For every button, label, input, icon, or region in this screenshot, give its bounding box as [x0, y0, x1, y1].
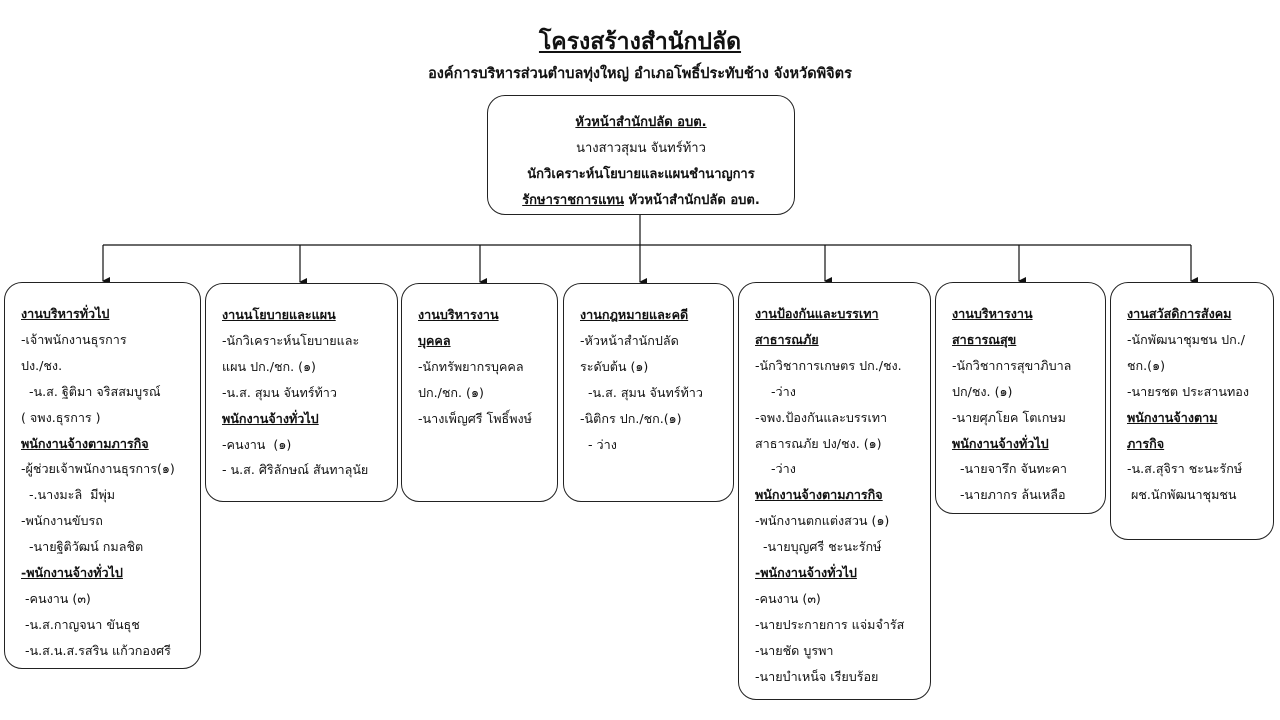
unit-line: -นายบุญศรี ชะนะรักษ์ [755, 539, 882, 555]
unit-line: ปง./ชง. [21, 357, 63, 373]
unit-line: - ว่าง [580, 436, 617, 452]
unit-line: ระดับต้น (๑) [580, 358, 649, 374]
unit-line: แผน ปก./ชก. (๑) [222, 358, 316, 374]
unit-line: -นักวิเคราะห์นโยบายและ [222, 332, 360, 348]
unit-line: -นางเพ็ญศรี โพธิ์พงษ์ [418, 410, 532, 426]
unit-line: -นิติกร ปก./ชก.(๑) [580, 410, 682, 426]
unit-line: -ผู้ช่วยเจ้าพนักงานธุรการ(๑) [21, 461, 175, 477]
unit-line: ( จพง.ธุรการ ) [21, 409, 101, 425]
unit-line: -นายประกายการ แจ่มจำรัส [755, 616, 905, 632]
unit-box-general-admin: งานบริหารทั่วไป -เจ้าพนักงานธุรการปง./ชง.… [4, 282, 201, 669]
unit-line: -น.ส.สุจิรา ชะนะรักษ์ [1127, 461, 1243, 477]
unit-line: -คนงาน (๑) [222, 436, 292, 452]
unit-heading: -พนักงานจ้างทั่วไป [755, 565, 857, 581]
unit-line: -นายภากร ล้นเหลือ [952, 487, 1066, 503]
chart-subtitle: องค์การบริหารส่วนตำบลทุ่งใหญ่ อำเภอโพธิ์… [428, 66, 852, 82]
unit-heading: ภารกิจ [1127, 435, 1165, 451]
unit-heading: พนักงานจ้างทั่วไป [222, 410, 319, 426]
unit-heading: งานบริหารทั่วไป [21, 306, 110, 321]
unit-line: -เจ้าพนักงานธุรการ [21, 331, 127, 347]
unit-heading: -พนักงานจ้างทั่วไป [21, 565, 123, 581]
head-acting: รักษาราชการแทน หัวหน้าสำนักปลัด อบต. [488, 188, 794, 214]
unit-line: ปก/ชง. (๑) [952, 383, 1013, 399]
unit-box-policy-plan: งานนโยบายและแผน -นักวิเคราะห์นโยบายและแผน… [205, 283, 398, 502]
unit-heading: พนักงานจ้างทั่วไป [952, 435, 1049, 451]
unit-line: -จพง.ป้องกันและบรรเทา [755, 409, 888, 425]
unit-line: -นายชัด บูรพา [755, 642, 834, 658]
chart-title: โครงสร้างสำนักปลัด [538, 29, 742, 55]
unit-line: ชก.(๑) [1127, 357, 1165, 373]
head-acting-prefix: รักษาราชการแทน [522, 193, 625, 208]
unit-heading: งานกฎหมายและคดี [580, 307, 689, 322]
unit-heading: พนักงานจ้างตามภารกิจ [21, 435, 149, 451]
unit-line: -นายฐิติวัฒน์ กมลชิต [21, 539, 144, 555]
unit-box-social-welfare: งานสวัสดิการสังคม -นักพัฒนาชุมชน ปก./ ชก.(… [1110, 282, 1274, 540]
head-position: หัวหน้าสำนักปลัด อบต. [575, 115, 707, 130]
unit-line: -นักวิชาการเกษตร ปก./ชง. [755, 357, 902, 373]
unit-line: ผช.นักพัฒนาชุมชน [1127, 487, 1237, 503]
unit-box-legal: งานกฎหมายและคดี -หัวหน้าสำนักปลัดระดับต้น… [563, 283, 734, 502]
unit-line: -คนงาน (๓) [21, 590, 91, 606]
unit-box-public-health: งานบริหารงานสาธารณสุข -นักวิชาการสุขาภิบา… [935, 282, 1106, 514]
unit-heading: พนักงานจ้างตาม [1127, 409, 1218, 425]
unit-heading: งานบริหารงาน [952, 306, 1033, 321]
unit-line: -นายรชต ประสานทอง [1127, 383, 1250, 399]
unit-line: -นายบำเหน็จ เรียบร้อย [755, 668, 879, 684]
unit-line: -น.ส.น.ส.รสริน แก้วกองศรี [21, 642, 171, 658]
unit-line: -พนักงานตกแต่งสวน (๑) [755, 513, 890, 529]
unit-line: -ว่าง [755, 383, 796, 399]
unit-line: -นักพัฒนาชุมชน ปก./ [1127, 331, 1246, 347]
unit-line: -หัวหน้าสำนักปลัด [580, 332, 679, 348]
unit-heading: งานบริหารงาน [418, 307, 499, 322]
unit-line: -.นางมะลิ มีพุ่ม [21, 487, 116, 503]
unit-heading: งานนโยบายและแผน [222, 307, 336, 322]
unit-heading: งานป้องกันและบรรเทา [755, 306, 879, 321]
unit-box-disaster: งานป้องกันและบรรเทาสาธารณภัย -นักวิชาการเ… [738, 282, 931, 700]
unit-line: - น.ส. ศิริลักษณ์ สันทาลุนัย [222, 462, 369, 478]
unit-line: -น.ส. ฐิติมา จริสสมบูรณ์ [21, 383, 161, 399]
unit-line: -น.ส.กาญจนา ขันธุช [21, 616, 140, 632]
head-name: นางสาวสุมน จันทร์ท้าว [576, 141, 706, 156]
unit-line: -นักทรัพยากรบุคคล [418, 358, 524, 374]
unit-line: สาธารณภัย ปง/ชง. (๑) [755, 435, 882, 451]
unit-line: -คนงาน (๓) [755, 590, 821, 606]
unit-heading: งานสวัสดิการสังคม [1127, 306, 1232, 321]
unit-line: -น.ส. สุมน จันทร์ท้าว [222, 384, 337, 400]
unit-line: -นายศุภโยค โตเกษม [952, 409, 1066, 425]
unit-heading: สาธารณสุข [952, 331, 1017, 347]
unit-line: -น.ส. สุมน จันทร์ท้าว [580, 384, 703, 400]
head-acting-suffix: หัวหน้าสำนักปลัด อบต. [624, 193, 760, 208]
unit-line: -ว่าง [755, 461, 796, 477]
unit-box-personnel: งานบริหารงานบุคคล -นักทรัพยากรบุคคลปก./ชก… [401, 283, 558, 502]
unit-line: ปก./ชก. (๑) [418, 384, 484, 400]
head-role: นักวิเคราะห์นโยบายและแผนชำนาญการ [527, 167, 755, 182]
unit-line: -พนักงานขับรถ [21, 513, 103, 529]
unit-line: -นายจารึก จันทะคา [952, 461, 1068, 477]
unit-line: -นักวิชาการสุขาภิบาล [952, 357, 1072, 373]
unit-heading: บุคคล [418, 332, 451, 348]
head-of-office-box: หัวหน้าสำนักปลัด อบต. นางสาวสุมน จันทร์ท… [487, 95, 795, 215]
unit-heading: สาธารณภัย [755, 331, 819, 347]
unit-heading: พนักงานจ้างตามภารกิจ [755, 487, 883, 503]
